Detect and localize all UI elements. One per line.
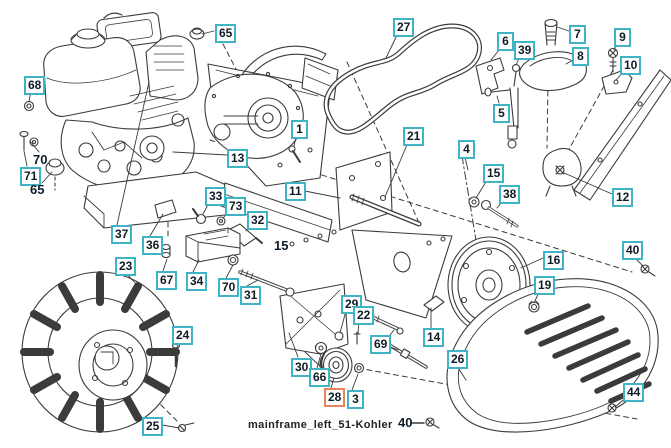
- part-callout-21[interactable]: 21: [403, 127, 425, 146]
- wheel-assembly: [20, 271, 195, 433]
- part-callout-44[interactable]: 44: [623, 383, 645, 402]
- idler-pulley-group: [314, 331, 365, 383]
- part-callout-22[interactable]: 22: [353, 306, 375, 325]
- part-callout-69[interactable]: 69: [370, 335, 392, 354]
- belt-cover: [446, 264, 659, 433]
- part-callout-3[interactable]: 3: [347, 390, 364, 409]
- diagram-footer-label: mainframe_left_51-Kohler: [248, 419, 393, 431]
- washer-66: [314, 341, 328, 355]
- part-callout-33[interactable]: 33: [205, 187, 227, 206]
- part-callout-38[interactable]: 38: [499, 185, 521, 204]
- part-callout-40: 40: [398, 415, 413, 430]
- part-callout-6[interactable]: 6: [497, 32, 514, 51]
- part-callout-32[interactable]: 32: [247, 211, 269, 230]
- part-callout-14[interactable]: 14: [423, 328, 445, 347]
- part-callout-23[interactable]: 23: [115, 257, 137, 276]
- part-callout-10[interactable]: 10: [620, 56, 642, 75]
- part-callout-66[interactable]: 66: [309, 368, 331, 387]
- part-callout-39[interactable]: 39: [514, 41, 536, 60]
- washer-3: [353, 362, 365, 374]
- part-callout-65[interactable]: 65: [215, 24, 237, 43]
- part-callout-9[interactable]: 9: [614, 28, 631, 47]
- part-callout-13[interactable]: 13: [227, 149, 249, 168]
- bolt-22: [353, 331, 361, 345]
- washer-29: [334, 331, 344, 341]
- idler-bracket-assembly: [475, 18, 587, 149]
- mainframe-plates: [279, 229, 453, 369]
- transmission-housing: [204, 71, 304, 159]
- part-callout-4[interactable]: 4: [458, 140, 475, 159]
- drive-belt: [323, 23, 482, 135]
- part-callout-19[interactable]: 19: [534, 276, 556, 295]
- part-callout-73[interactable]: 73: [225, 197, 247, 216]
- part-callout-24[interactable]: 24: [172, 326, 194, 345]
- part-callout-7[interactable]: 7: [569, 25, 586, 44]
- part-callout-26[interactable]: 26: [447, 350, 469, 369]
- part-callout-5[interactable]: 5: [493, 104, 510, 123]
- part-callout-30[interactable]: 30: [291, 358, 313, 377]
- part-callout-12[interactable]: 12: [612, 188, 634, 207]
- part-callout-1[interactable]: 1: [291, 120, 308, 139]
- part-callout-71[interactable]: 71: [20, 167, 42, 186]
- part-callout-67[interactable]: 67: [156, 271, 178, 290]
- part-callout-40[interactable]: 40: [622, 241, 644, 260]
- part-callout-37[interactable]: 37: [111, 225, 133, 244]
- part-callout-15: 15: [274, 238, 289, 253]
- part-callout-70[interactable]: 70: [218, 278, 240, 297]
- part-callout-65: 65: [30, 182, 45, 197]
- part-callout-34[interactable]: 34: [186, 272, 208, 291]
- part-callout-11[interactable]: 11: [285, 182, 306, 201]
- part-callout-70: 70: [33, 152, 48, 167]
- part-callout-36[interactable]: 36: [142, 236, 164, 255]
- part-callout-27[interactable]: 27: [393, 18, 415, 37]
- part-callout-68[interactable]: 68: [24, 76, 46, 95]
- part-callout-16[interactable]: 16: [543, 251, 565, 270]
- part-callout-28-highlighted[interactable]: 28: [324, 388, 346, 407]
- engine-assembly: [43, 12, 239, 229]
- part-callout-25[interactable]: 25: [142, 417, 164, 436]
- part-callout-15[interactable]: 15: [483, 164, 505, 183]
- part-callout-31[interactable]: 31: [240, 286, 262, 305]
- part-callout-8[interactable]: 8: [572, 47, 589, 66]
